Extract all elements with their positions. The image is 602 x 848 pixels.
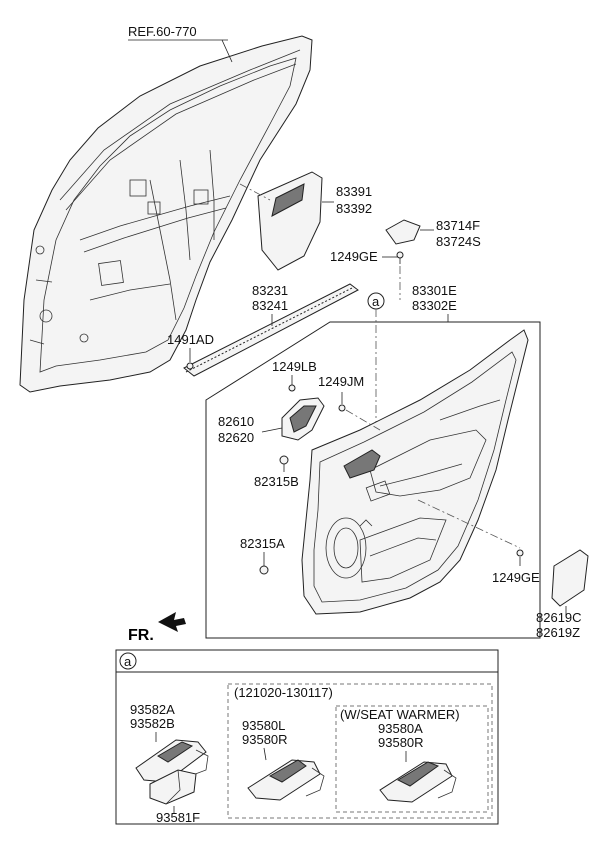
switch-93580A	[379, 761, 457, 803]
label-93582A: 93582A	[130, 702, 175, 717]
front-label: FR.	[128, 627, 154, 644]
seat-warmer-label: (W/SEAT WARMER)	[340, 707, 460, 722]
label-93580R-b: 93580R	[378, 735, 424, 750]
door-frame	[19, 35, 313, 393]
screw-1249JM	[338, 404, 346, 412]
label-83241: 83241	[252, 298, 288, 313]
label-83391: 83391	[336, 184, 372, 199]
switch-93580L	[247, 759, 325, 801]
label-83231: 83231	[252, 283, 288, 298]
label-1249JM: 1249JM	[318, 374, 364, 389]
detail-box-a	[115, 649, 499, 825]
part-83714F-pad	[385, 219, 421, 245]
label-82619Z: 82619Z	[536, 625, 580, 640]
label-93580L: 93580L	[242, 718, 285, 733]
label-83714F: 83714F	[436, 218, 480, 233]
clip-1491AD	[186, 362, 194, 370]
label-1249GE-top: 1249GE	[330, 249, 378, 264]
label-93580R-a: 93580R	[242, 732, 288, 747]
front-arrow-icon	[158, 612, 186, 632]
label-83301E: 83301E	[412, 283, 457, 298]
date-range-label: (121020-130117)	[234, 685, 333, 700]
label-93582B: 93582B	[130, 716, 175, 731]
label-1491AD: 1491AD	[167, 332, 214, 347]
trim-panel-frame	[205, 321, 541, 639]
label-82315B: 82315B	[254, 474, 299, 489]
switch-93582A	[135, 739, 209, 783]
switch-93581F	[149, 769, 197, 805]
door-trim-panel	[301, 329, 529, 615]
label-82620: 82620	[218, 430, 254, 445]
label-93580A: 93580A	[378, 721, 423, 736]
label-82619C: 82619C	[536, 610, 582, 625]
callout-a-top: a	[372, 294, 380, 309]
screw-1249LB	[288, 384, 296, 392]
date-range-box	[227, 683, 493, 819]
callout-a-detail: a	[124, 654, 132, 669]
label-83724S: 83724S	[436, 234, 481, 249]
weatherstrip-83231	[183, 283, 359, 377]
ref-label: REF.60-770	[128, 24, 197, 39]
label-82610: 82610	[218, 414, 254, 429]
label-83392: 83392	[336, 201, 372, 216]
clip-82315B	[279, 455, 289, 465]
cover-82619C	[551, 549, 589, 607]
seat-warmer-box	[335, 705, 489, 813]
screw-1249GE-top	[396, 251, 404, 264]
label-83302E: 83302E	[412, 298, 457, 313]
inside-handle-82610	[281, 397, 325, 441]
label-1249LB: 1249LB	[272, 359, 317, 374]
label-82315A: 82315A	[240, 536, 285, 551]
part-83391-pad	[257, 171, 323, 271]
screw-1249GE-bottom	[516, 549, 524, 557]
label-1249GE-bottom: 1249GE	[492, 570, 540, 585]
label-93581F: 93581F	[156, 810, 200, 825]
clip-82315A	[259, 565, 269, 575]
